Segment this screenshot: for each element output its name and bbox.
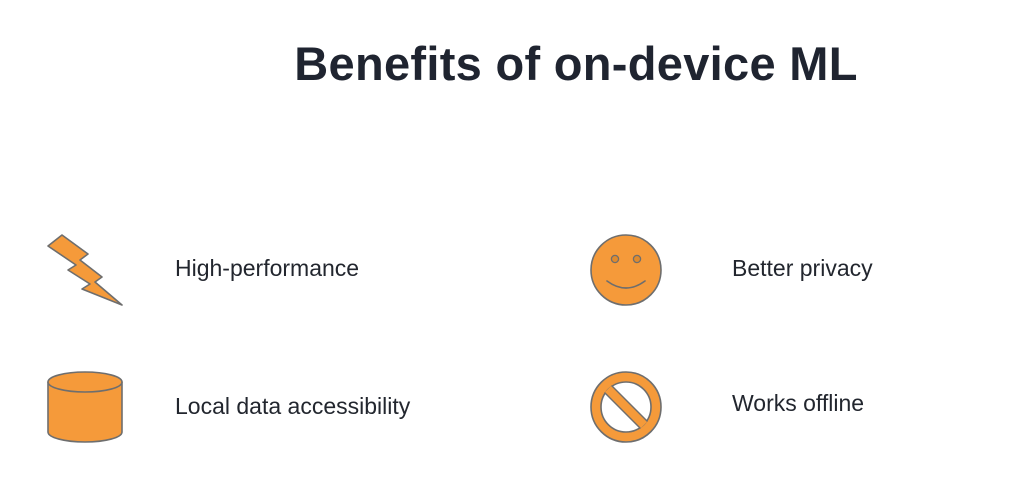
slide-title: Benefits of on-device ML (294, 37, 858, 90)
benefit-label: Better privacy (732, 255, 873, 281)
prohibited-sign-icon (588, 369, 664, 450)
benefit-label: High-performance (175, 255, 360, 281)
lightning-bolt-icon (46, 233, 124, 312)
benefit-label: Works offline (732, 390, 865, 416)
database-cylinder-icon (45, 370, 125, 449)
smiley-face-icon (588, 232, 664, 313)
benefit-label: Local data accessibility (175, 393, 411, 419)
